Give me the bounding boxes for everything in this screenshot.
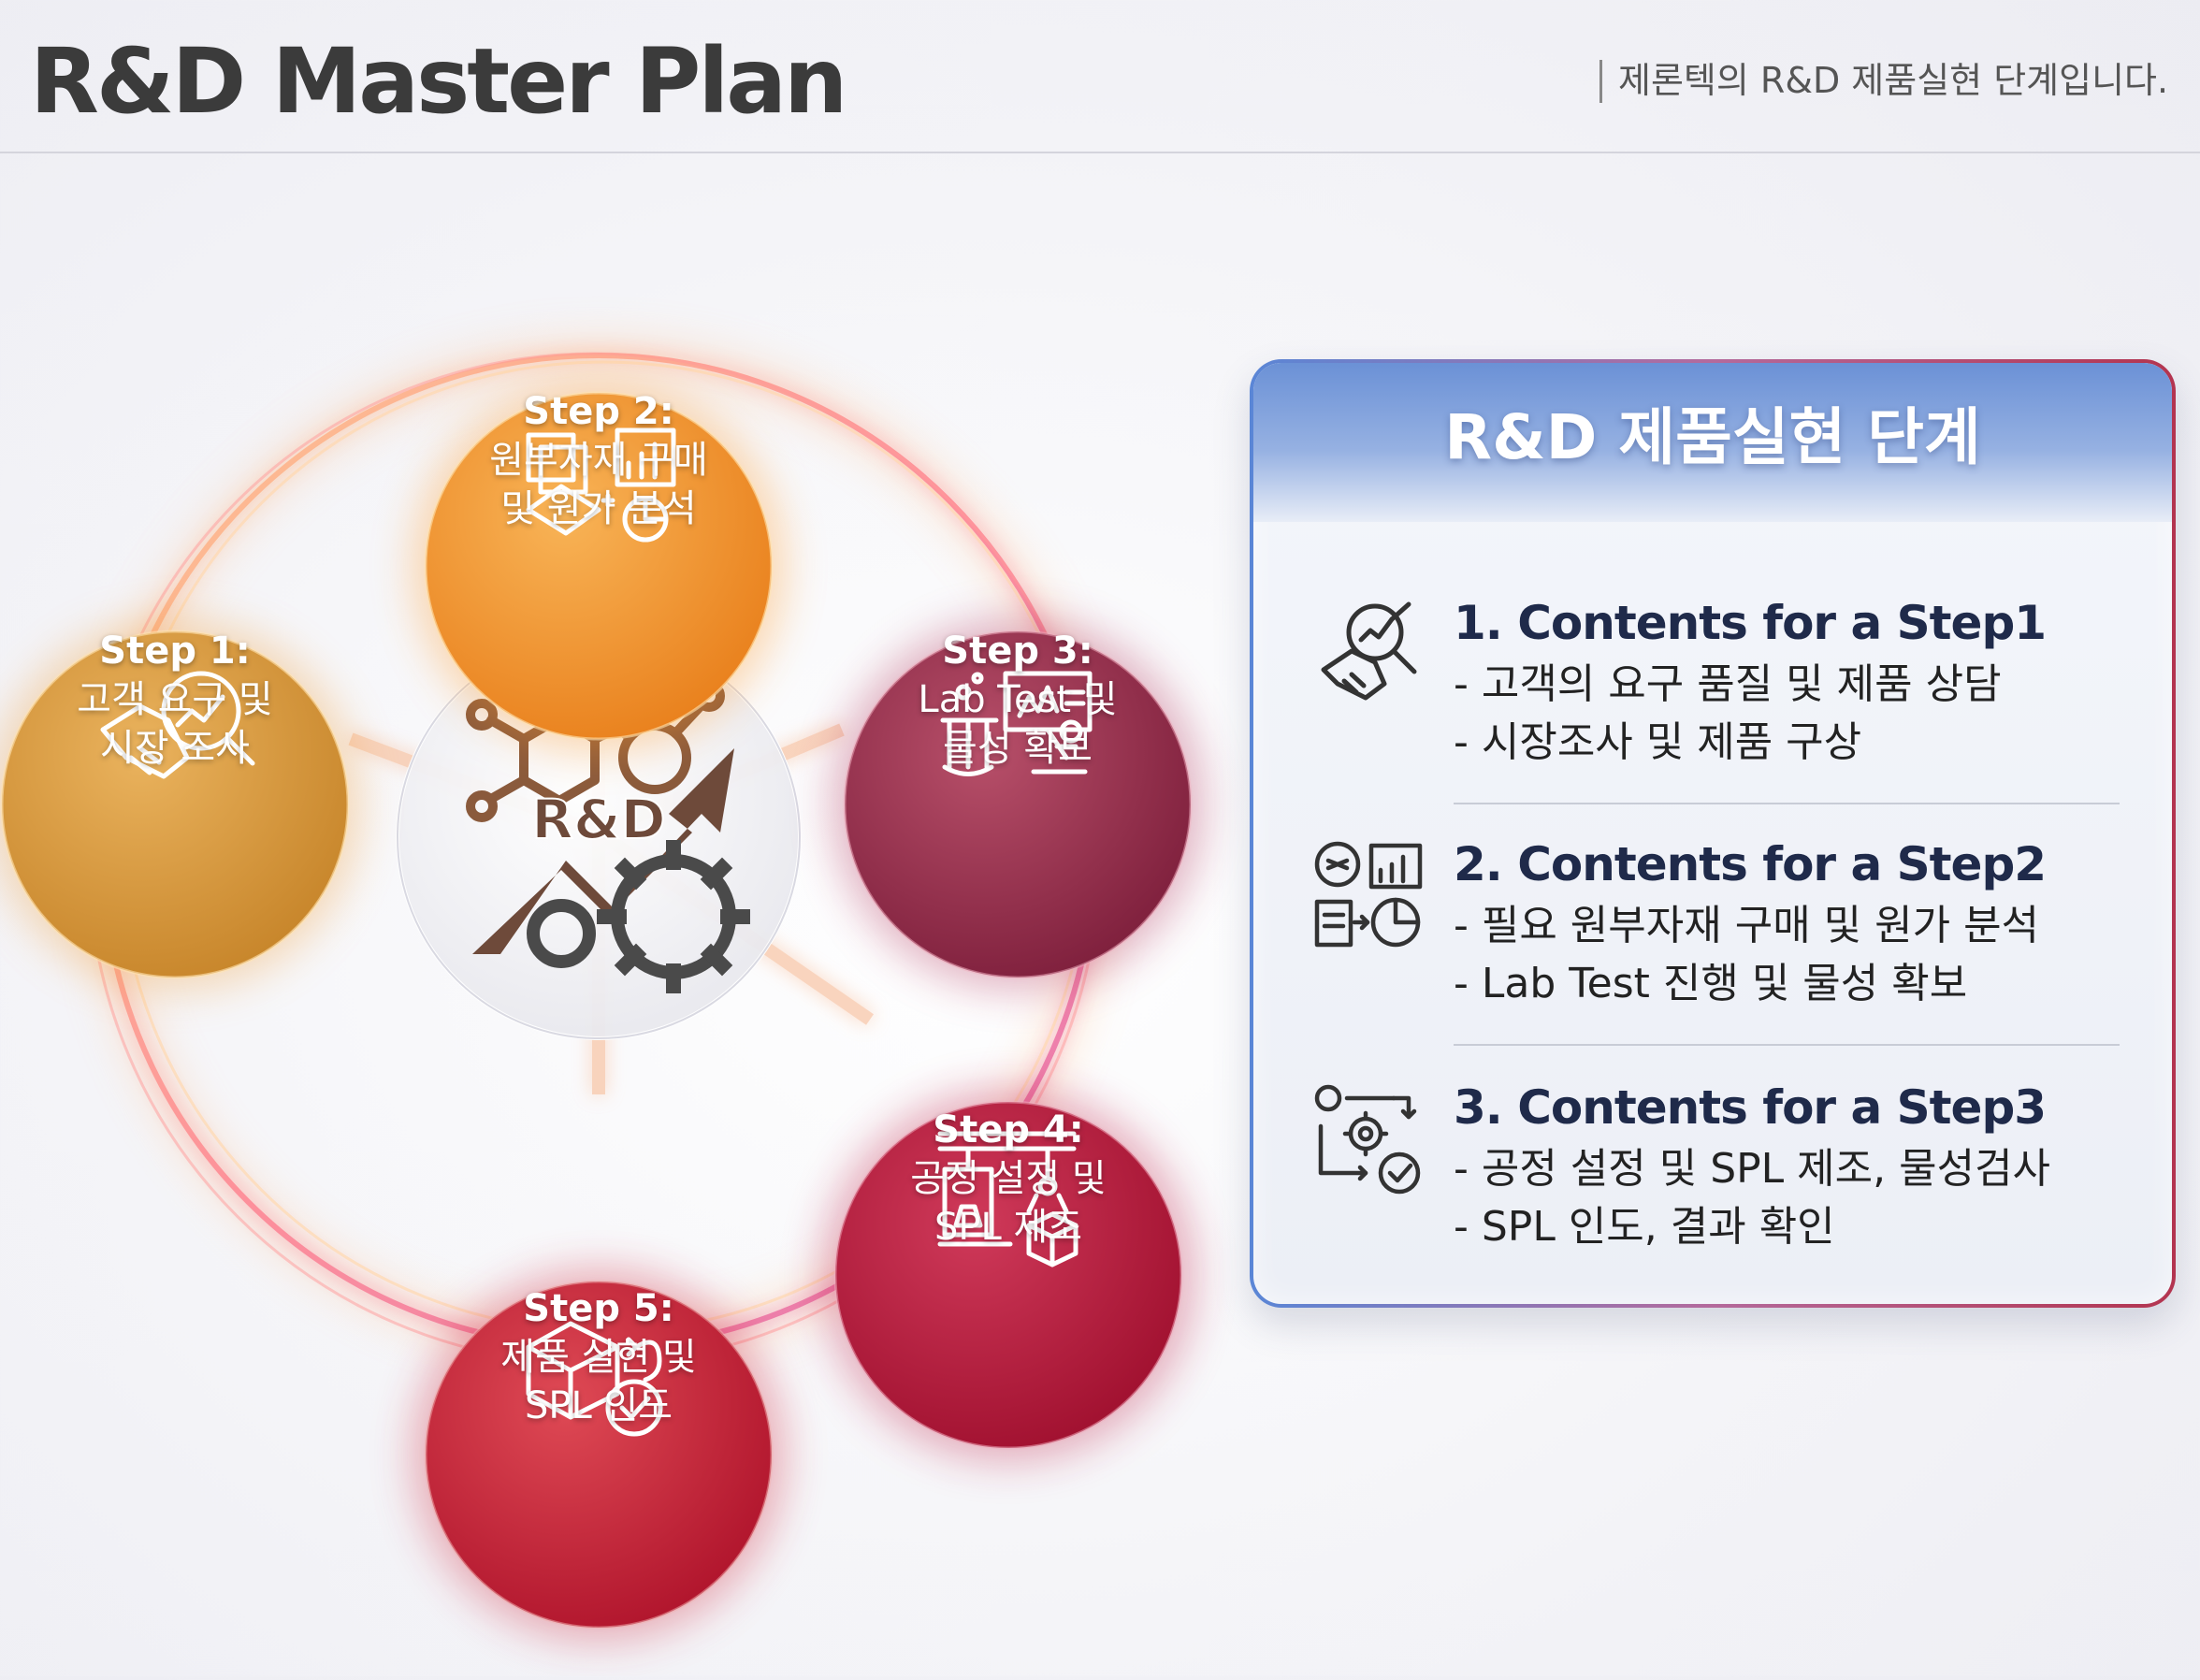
step-5-text: 제품 실현 및 SPL 인도 xyxy=(500,1336,697,1427)
panel-header: R&D 제품실현 단계 xyxy=(1253,363,2172,522)
panel-title: R&D 제품실현 단계 xyxy=(1444,401,1981,473)
step-1-title: Step 1: xyxy=(99,630,251,673)
rd-steps-panel: R&D 제품실현 단계 1. Contents for a Step1 - 고객… xyxy=(1250,359,2176,1308)
handshake-magnifier-icon xyxy=(100,671,255,779)
materials-cost-chart-icon xyxy=(1314,841,1423,948)
growth-arrow-icon xyxy=(472,748,734,954)
step-2-title: Step 2: xyxy=(523,390,674,433)
step-1-text: 고객 요구 및 시장 조사 xyxy=(77,678,273,770)
step-label-1: Step 1: 고객 요구 및 시장 조사 xyxy=(7,627,343,773)
page-title: R&D Master Plan xyxy=(30,29,847,134)
step-2-text: 원부자재 구매 및 원가 분석 xyxy=(489,439,708,530)
step-label-3: Step 3: Lab Test 및 물성 확보 xyxy=(849,627,1186,773)
rd-cycle-diagram: R&D xyxy=(0,159,1244,1676)
step-node-4 xyxy=(821,1088,1195,1462)
handshake-magnifier-icon xyxy=(1321,601,1417,701)
step-3-text: Lab Test 및 물성 확보 xyxy=(918,678,1118,770)
step-4-text: 공정 설정 및 SPL 제조 xyxy=(910,1157,1107,1249)
panel-item-2-line-1: - 필요 원부자재 구매 및 원가 분석 xyxy=(1454,902,2040,949)
panel-item-3-line-2: - SPL 인도, 결과 확인 xyxy=(1454,1203,1835,1251)
panel-item-1-line-2: - 시장조사 및 제품 구상 xyxy=(1454,718,1862,766)
panel-item-3-heading: 3. Contents for a Step3 xyxy=(1454,1080,2047,1135)
panel-item-2-line-2: - Lab Test 진행 및 물성 확보 xyxy=(1454,960,1968,1007)
factory-robot-icon xyxy=(937,1131,1078,1267)
page-header: R&D Master Plan 제론텍의 R&D 제품실현 단계입니다. xyxy=(0,0,2200,153)
step-3-title: Step 3: xyxy=(942,630,1093,673)
materials-cost-chart-icon xyxy=(526,427,676,543)
step-node-2 xyxy=(412,379,786,753)
panel-divider-1 xyxy=(1454,803,2120,804)
step-node-5 xyxy=(412,1267,786,1642)
subtitle-divider xyxy=(1599,60,1602,103)
lab-microscope-icon xyxy=(940,671,1093,776)
panel-divider-2 xyxy=(1454,1044,2120,1046)
page-subtitle: 제론텍의 R&D 제품실현 단계입니다. xyxy=(1618,60,2169,101)
step-node-3 xyxy=(831,617,1205,992)
step-4-title: Step 4: xyxy=(933,1108,1084,1151)
step-label-4: Step 4: 공정 설정 및 SPL 제조 xyxy=(840,1106,1177,1252)
panel-item-1-heading: 1. Contents for a Step1 xyxy=(1454,596,2047,650)
center-label: R&D xyxy=(531,788,665,851)
step-node-1 xyxy=(0,617,362,992)
box-delivery-check-icon xyxy=(526,1321,663,1437)
step-5-title: Step 5: xyxy=(523,1287,674,1330)
panel-item-1-line-1: - 고객의 요구 품질 및 제품 상담 xyxy=(1454,660,2002,708)
gear-process-check-icon xyxy=(1314,1084,1421,1195)
panel-item-3-line-1: - 공정 설정 및 SPL 제조, 물성검사 xyxy=(1454,1145,2051,1193)
cycle-graphic: R&D xyxy=(0,337,1205,1642)
step-label-5: Step 5: 제품 실현 및 SPL 인도 xyxy=(430,1284,767,1430)
step-label-2: Step 2: 원부자재 구매 및 원가 분석 xyxy=(430,387,767,533)
panel-item-2-heading: 2. Contents for a Step2 xyxy=(1454,837,2047,891)
